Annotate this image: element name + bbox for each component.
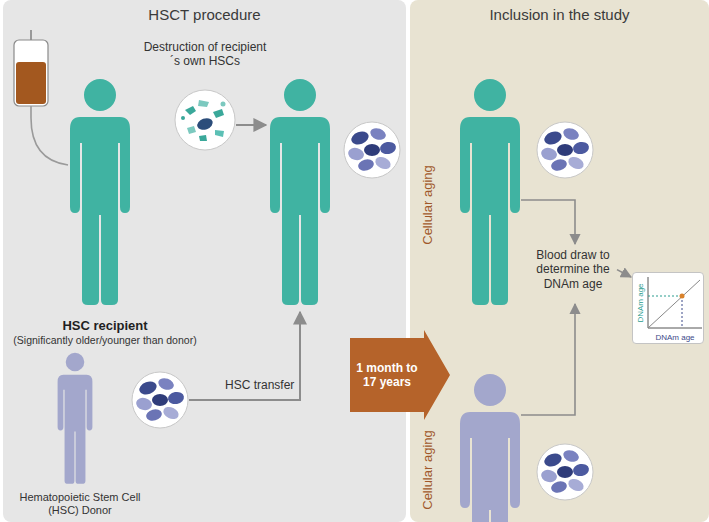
axis-label: DNAm age [655,333,694,343]
process-arrow [236,124,266,126]
destroyed-cells [175,90,235,150]
figure-label: HSC recipient(Significantly older/younge… [5,318,205,346]
infusion-bag [14,30,68,165]
axis-label: DNAm age [636,283,646,322]
node-heading: Blood draw to determine the DNAm age [530,248,616,291]
time-arrow: 1 month to 17 years [350,330,450,420]
donor-figure [58,353,93,484]
node-text: 1 month to 17 years [350,361,424,390]
edge-note: HSC transfer [225,378,294,392]
age-chart: DNAm ageDNAm age [632,272,704,344]
connector-arrow [617,270,631,277]
right-panel-ground [410,0,709,522]
stem-cells [537,122,593,178]
recipient-figure [270,79,330,305]
transfer-line [189,312,300,400]
node-heading: Destruction of recipient´s own HSCs [140,40,270,69]
figure-label: Destruction of recipient´s own HSCs [140,40,270,69]
recipient-figure [70,79,130,305]
leader-line [521,304,575,415]
leader-line [521,200,575,244]
node-heading: Hematopoietic Stem Cell (HSC) Donor [5,491,155,517]
stem-cells [344,122,400,178]
node-heading: HSC recipient [5,318,205,334]
step-label: Blood draw to determine the DNAm age [530,248,616,291]
panel: Inclusion in the studyBlood draw to dete… [410,0,709,522]
panel: HSCT procedureHSC recipient(Significantl… [3,0,406,522]
node-heading: Inclusion in the study [410,6,709,24]
figure-label: Hematopoietic Stem Cell (HSC) Donor [5,491,155,517]
axis-label: Cellular aging [420,165,436,245]
axis-label: Cellular aging [420,430,436,510]
donor-figure [460,374,520,522]
stem-cells [132,372,188,428]
stem-cells [537,444,593,500]
node-text: (Significantly older/younger than donor) [5,334,205,347]
node-heading: HSCT procedure [3,6,406,24]
left-panel-ground [3,0,406,522]
recipient-figure [460,79,520,305]
